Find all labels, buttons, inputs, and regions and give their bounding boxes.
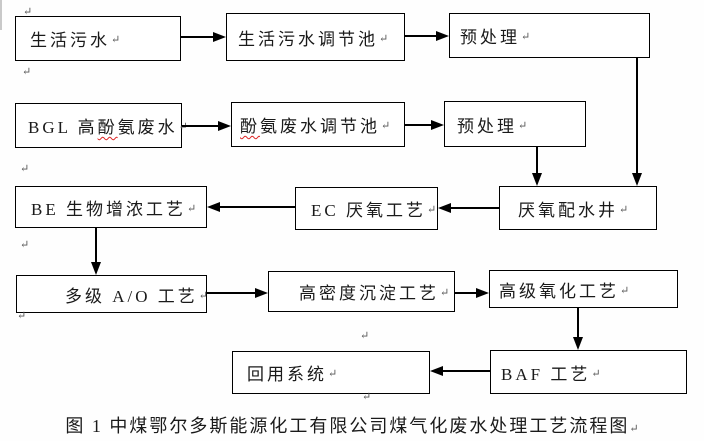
paragraph-mark: ↵ (629, 423, 639, 435)
arrowhead-right-icon (431, 120, 444, 130)
node-label: 高密度沉淀工艺 (299, 284, 439, 303)
paragraph-mark: ↵ (111, 34, 121, 46)
node-label: 生活污水调节池 (238, 29, 378, 49)
paragraph-mark: ↵ (178, 121, 188, 133)
arrowhead-left-icon (207, 202, 220, 212)
arrowhead-right-icon (476, 288, 489, 298)
arrowhead-right-icon (255, 288, 268, 298)
paragraph-mark: ↵ (440, 287, 450, 299)
arrow-oxidation-to-baf (577, 308, 579, 338)
node-domestic-sewage-eq-tank: 生活污水调节池↵ (226, 13, 405, 61)
node-reuse-system: 回用系统↵ (232, 351, 430, 394)
arrow-ec-to-be (220, 206, 295, 208)
node-label: 生活污水 (30, 31, 110, 50)
figure-caption-text: 图 1 中煤鄂尔多斯能源化工有限公司煤气化废水处理工艺流程图 (65, 416, 630, 436)
paragraph-mark: ↵ (362, 391, 372, 403)
node-label: 氨废水 (117, 118, 178, 137)
node-label: 回用系统 (247, 365, 327, 384)
paragraph-mark: ↵ (379, 32, 389, 45)
arrow-well-to-ec (451, 207, 499, 209)
paragraph-mark: ↵ (591, 367, 601, 380)
arrowhead-right-icon (218, 121, 231, 131)
node-label: BGL 高 (28, 118, 98, 137)
node-phenol-ammonia-eq-tank: 酚氨废水调节池↵ (231, 102, 405, 147)
page-edge-mark (0, 0, 2, 30)
arrow-ao-to-sedimentation (207, 292, 256, 294)
arrow-pretreat2-to-well (536, 147, 538, 174)
arrow-domestic-to-tank (181, 36, 214, 38)
node-ec-anaerobic: EC 厌氧工艺↵ (295, 187, 438, 230)
node-high-density-sedimentation: 高密度沉淀工艺↵ (268, 271, 455, 312)
paragraph-mark: ↵ (20, 163, 30, 175)
paragraph-mark: ↵ (20, 239, 30, 251)
node-label: 氨废水调节池 (260, 117, 380, 136)
arrow-baf-to-reuse (443, 370, 490, 372)
misspelled-char: 酚 (240, 117, 260, 136)
node-be-bio-concentration: BE 生物增浓工艺↵ (15, 186, 207, 228)
node-pretreatment-phenol: 预处理↵ (444, 101, 586, 147)
arrow-pretreat1-to-well (636, 58, 638, 174)
paragraph-mark: ↵ (198, 289, 208, 302)
paragraph-mark: ↵ (620, 284, 630, 297)
arrowhead-down-icon (532, 173, 542, 186)
arrow-bgl-to-tank (182, 125, 219, 127)
node-label: EC 厌氧工艺 (311, 201, 426, 220)
figure-caption: 图 1 中煤鄂尔多斯能源化工有限公司煤气化废水处理工艺流程图↵ (0, 412, 704, 438)
paragraph-mark: ↵ (360, 330, 370, 342)
paragraph-mark: ↵ (518, 119, 528, 132)
node-label: 高级氧化工艺 (499, 281, 619, 301)
node-advanced-oxidation: 高级氧化工艺↵ (489, 270, 678, 308)
node-anaerobic-distribution-well: 厌氧配水井↵ (499, 186, 657, 230)
paragraph-mark: ↵ (23, 6, 33, 18)
paragraph-mark: ↵ (186, 202, 197, 215)
node-multistage-ao: 多级 A/O 工艺↵ (16, 275, 208, 313)
arrowhead-down-icon (573, 337, 583, 350)
node-pretreatment-domestic: 预处理↵ (449, 13, 650, 58)
paragraph-mark: ↵ (381, 120, 391, 132)
paragraph-mark: ↵ (619, 203, 629, 216)
node-label: 预处理 (457, 116, 517, 136)
arrowhead-right-icon (436, 31, 449, 41)
node-label: BAF 工艺 (501, 364, 591, 384)
arrowhead-left-icon (438, 203, 451, 213)
arrow-tank-to-pretreat2 (405, 124, 432, 126)
paragraph-mark: ↵ (521, 31, 531, 43)
paragraph-mark: ↵ (426, 204, 437, 216)
arrowhead-right-icon (213, 32, 226, 42)
node-bgl-wastewater: BGL 高酚氨废水↵ (15, 103, 188, 148)
arrowhead-down-icon (632, 173, 642, 186)
paragraph-mark: ↵ (22, 66, 32, 78)
arrow-be-to-ao (95, 228, 97, 263)
paragraph-mark: ↵ (328, 368, 338, 380)
node-domestic-sewage: 生活污水↵ (15, 16, 181, 61)
node-label: 厌氧配水井 (518, 200, 618, 220)
arrow-tank-to-pretreat1 (405, 35, 437, 37)
node-label: 预处理 (460, 28, 520, 47)
node-label: 多级 A/O 工艺 (65, 286, 198, 306)
node-baf-process: BAF 工艺↵ (490, 350, 687, 394)
misspelled-char: 酚 (97, 118, 118, 137)
arrowhead-left-icon (430, 366, 443, 376)
arrowhead-down-icon (91, 262, 101, 275)
arrow-sedimentation-to-oxidation (455, 292, 477, 294)
paragraph-mark: ↵ (17, 310, 27, 322)
node-label: BE 生物增浓工艺 (31, 199, 186, 219)
